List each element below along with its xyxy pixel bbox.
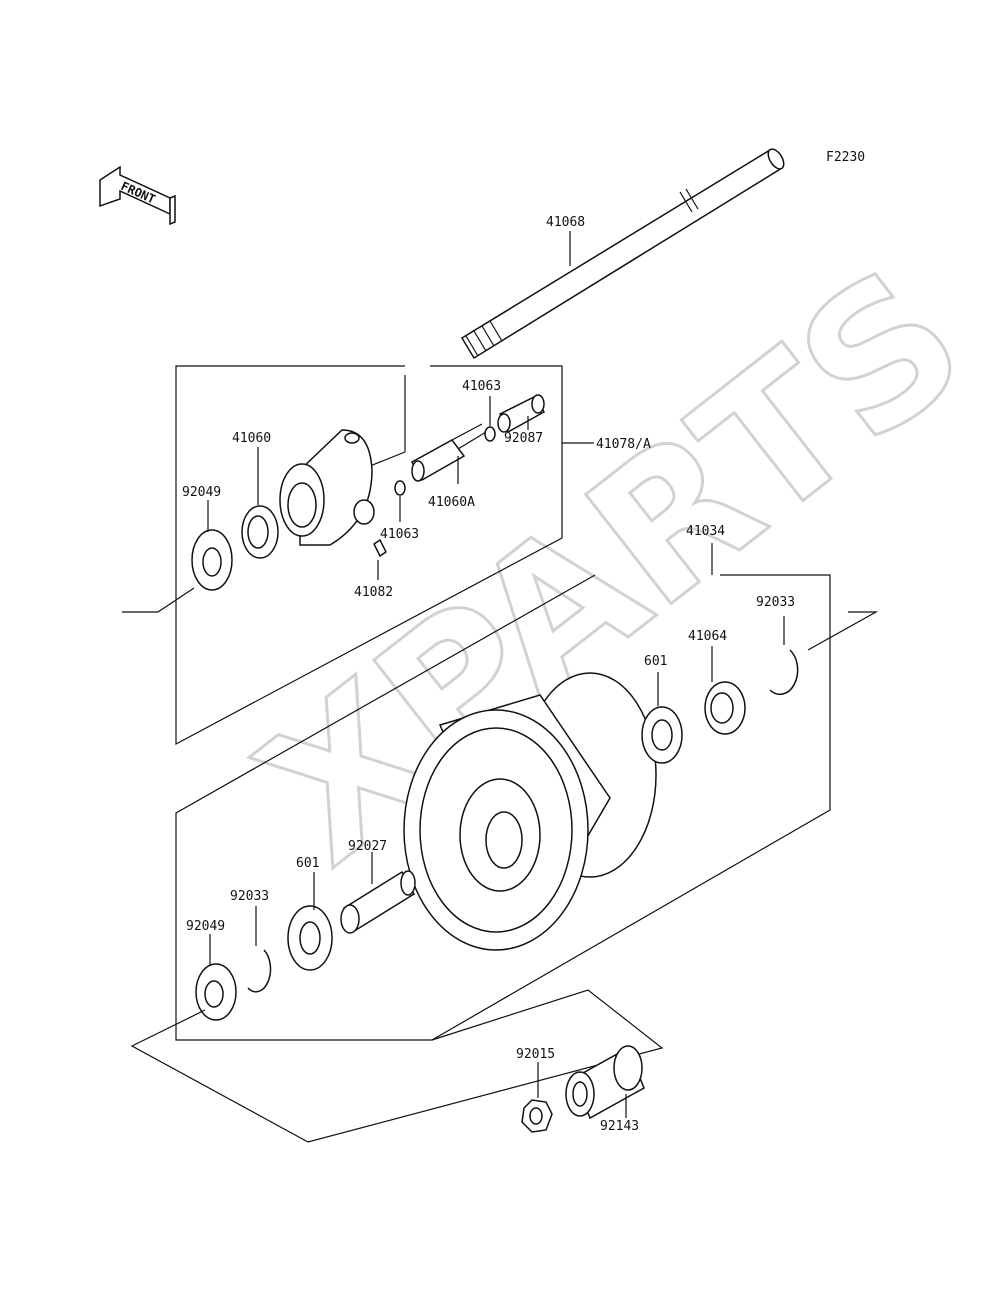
speedometer-housing — [279, 429, 375, 546]
callout-41068: 41068 — [546, 215, 585, 230]
seal-92049-lower — [195, 934, 237, 1021]
callout-92033-right: 92033 — [756, 595, 795, 610]
bushing-92087 — [497, 394, 545, 434]
callout-92015: 92015 — [516, 1047, 555, 1062]
wheel-hub-41034 — [403, 672, 657, 951]
callout-92143: 92143 — [600, 1119, 639, 1134]
pin-41082 — [373, 538, 387, 580]
callout-41060: 41060 — [232, 431, 271, 446]
callout-92027: 92027 — [348, 839, 387, 854]
callout-41063-top: 41063 — [462, 379, 501, 394]
gear-41060 — [241, 447, 279, 559]
bearing-601-left — [287, 872, 333, 971]
callout-92033-left: 92033 — [230, 889, 269, 904]
callout-601-right: 601 — [644, 654, 667, 669]
callout-41060a: 41060A — [428, 495, 475, 510]
washer-41063-top — [484, 396, 496, 442]
callout-41064: 41064 — [688, 629, 727, 644]
callout-601-left: 601 — [296, 856, 319, 871]
bearing-601-right — [641, 672, 683, 764]
callout-92049-upper: 92049 — [182, 485, 221, 500]
pinion-41060a — [410, 423, 487, 484]
circlip-92033-left — [247, 906, 272, 993]
seal-92049-upper — [122, 500, 233, 613]
front-direction-arrow-icon: FRONT — [99, 165, 176, 226]
nut-92015 — [521, 1062, 553, 1133]
callout-92049-lower: 92049 — [186, 919, 225, 934]
axle-41068 — [460, 148, 785, 360]
callout-41082: 41082 — [354, 585, 393, 600]
retainer-41064 — [704, 646, 746, 735]
collar-group-frame — [130, 989, 664, 1143]
callout-41063-mid: 41063 — [380, 527, 419, 542]
circlip-92033-right — [769, 616, 799, 695]
washer-41063-mid — [394, 480, 406, 522]
figure-code: F2230 — [826, 150, 865, 165]
callout-41034: 41034 — [686, 524, 725, 539]
callout-41078a: 41078/A — [596, 437, 651, 452]
collar-92143 — [565, 1045, 645, 1120]
callout-92087: 92087 — [504, 431, 543, 446]
spacer-92027 — [340, 852, 416, 934]
